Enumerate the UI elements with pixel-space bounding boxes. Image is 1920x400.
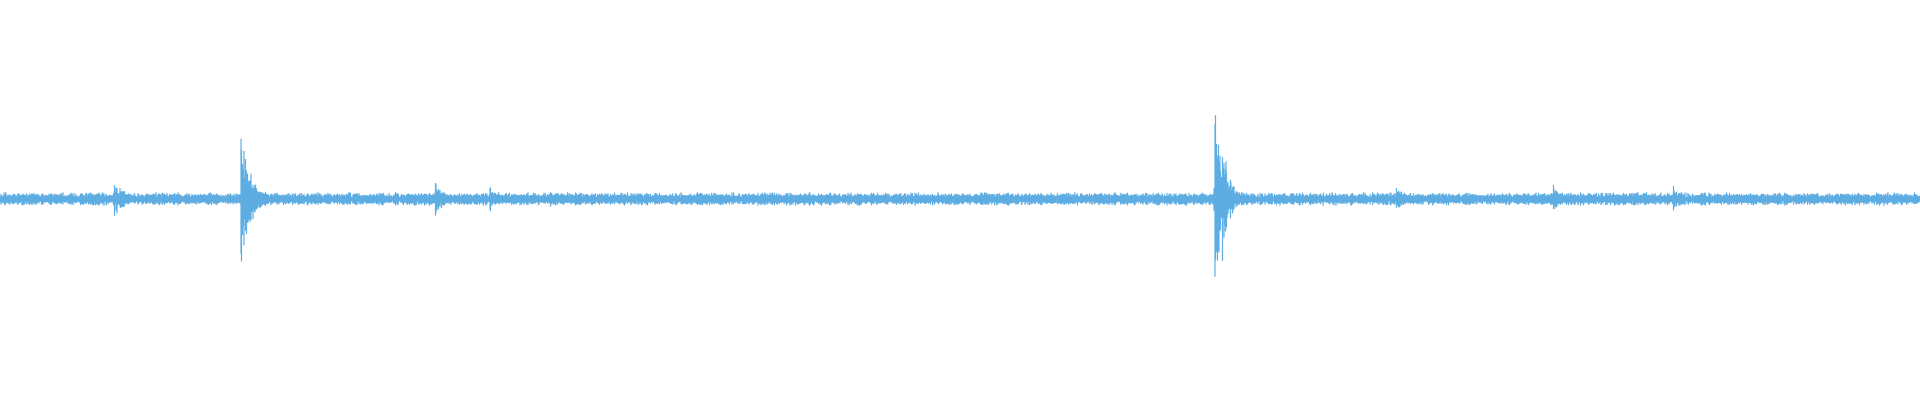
waveform-trace	[0, 115, 1920, 277]
